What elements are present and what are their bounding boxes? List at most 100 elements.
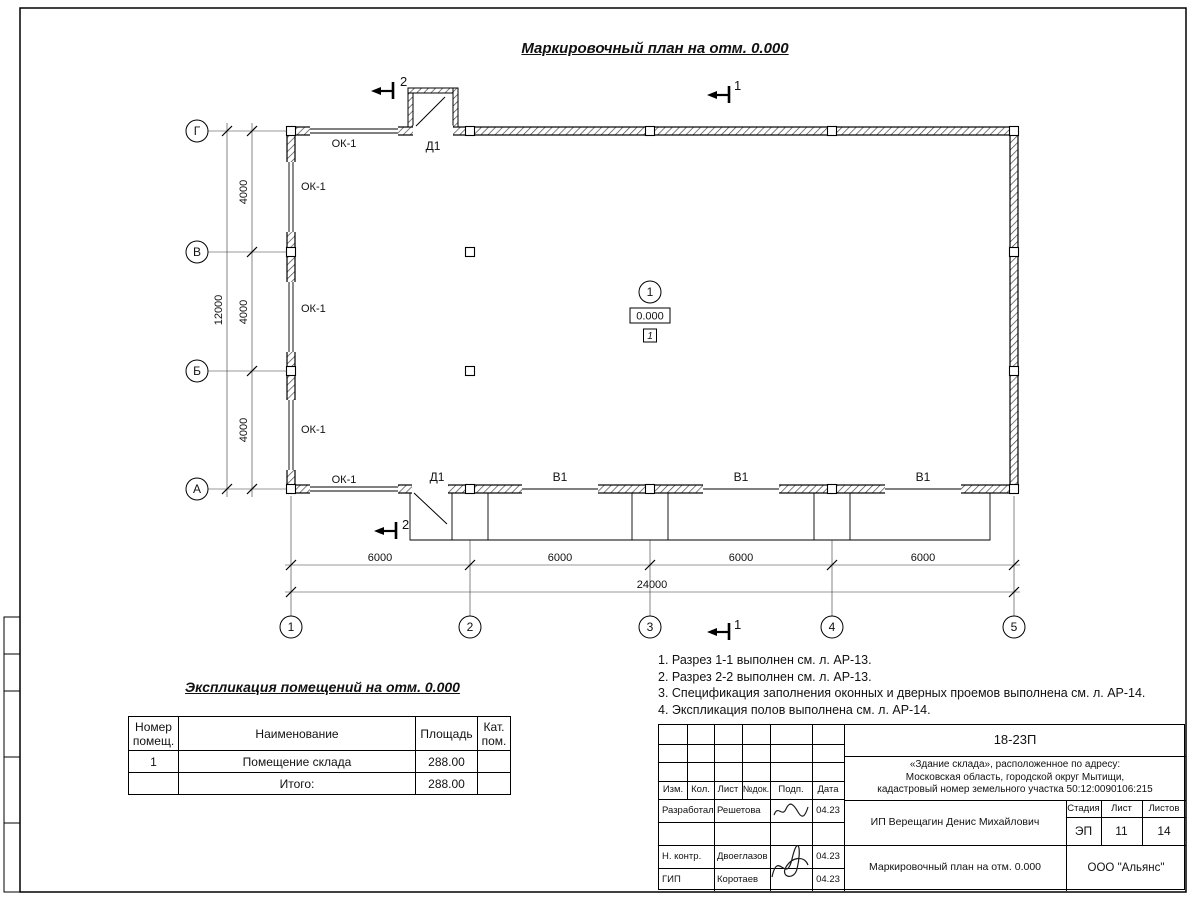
dim-total-label: 24000 <box>637 579 668 591</box>
dim-label: 6000 <box>368 552 392 564</box>
total-area-cell: 288.00 <box>415 772 478 795</box>
vestibule <box>407 87 459 128</box>
signature-mark <box>773 803 809 817</box>
sheets-label: Листов <box>1148 802 1180 814</box>
dim-label: 6000 <box>548 552 572 564</box>
axis-label: Б <box>193 364 201 378</box>
signer-date: 04.23 <box>816 804 840 816</box>
signer-name: Двоеглазов <box>717 850 768 862</box>
signer-name: Решетова <box>717 804 761 816</box>
gate-label: В1 <box>916 470 931 484</box>
signer-role: ГИП <box>662 873 681 885</box>
columns <box>285 125 1020 495</box>
axis-label: 4 <box>829 620 836 634</box>
floor-type-marker: 1 <box>647 331 653 342</box>
note-line: 2. Разрез 2-2 выполнен см. л. АР-13. <box>658 669 872 684</box>
rev-header-sign: Подп. <box>778 784 804 796</box>
divider <box>770 725 771 891</box>
window-label: ОК-1 <box>301 181 326 193</box>
door-label: Д1 <box>426 139 441 153</box>
axis-label: 5 <box>1011 620 1018 634</box>
horizontal-dimensions: 6000 6000 6000 6000 24000 <box>285 552 1020 598</box>
rev-header-kol: Кол. <box>691 784 710 796</box>
empty-cell <box>128 772 179 795</box>
table-total-row: Итого: 288.00 <box>128 772 511 795</box>
section-mark-2-top <box>371 82 395 99</box>
divider <box>844 725 845 891</box>
drawing-name: Маркировочный план на отм. 0.000 <box>868 861 1042 874</box>
room-marker: 1 0.000 1 <box>629 280 671 343</box>
notes: 1. Разрез 1-1 выполнен см. л. АР-13. 2. … <box>658 652 1180 718</box>
divider <box>659 744 844 745</box>
divider <box>659 781 844 782</box>
company-name: ООО "Альянс" <box>1087 861 1165 874</box>
door-leaf-top <box>415 96 446 127</box>
gate-label: В1 <box>553 470 568 484</box>
dim-total-label: 12000 <box>213 295 225 326</box>
section-mark-1-top <box>707 86 731 103</box>
empty-cell <box>477 772 511 795</box>
client-name: ИП Верещагин Денис Михайлович <box>870 815 1040 828</box>
rev-header-date: Дата <box>817 784 839 796</box>
signer-role: Н. контр. <box>662 850 702 862</box>
room-elevation: 0.000 <box>636 311 664 323</box>
divider <box>659 845 844 846</box>
dim-label: 4000 <box>238 418 250 442</box>
stage-label: Стадия <box>1067 802 1100 814</box>
divider <box>844 756 1186 757</box>
gate-label: В1 <box>734 470 749 484</box>
divider <box>1142 800 1143 845</box>
col-header-area: Площадь <box>415 716 478 751</box>
object-description: «Здание склада», расположенное по адресу… <box>877 759 1153 796</box>
axis-label: А <box>193 482 201 496</box>
room-number: 1 <box>647 285 654 299</box>
document-number: 18-23П <box>993 732 1037 748</box>
dim-label: 4000 <box>238 180 250 204</box>
divider <box>659 799 844 800</box>
axis-bubbles-vertical <box>185 119 209 501</box>
axis-label: В <box>193 245 201 259</box>
signer-name: Коротаев <box>717 873 759 885</box>
page-title: Маркировочный план на отм. 0.000 <box>521 40 789 57</box>
axis-label: 3 <box>647 620 654 634</box>
note-line: 1. Разрез 1-1 выполнен см. л. АР-13. <box>658 653 872 667</box>
section-mark-2-bottom <box>374 522 398 539</box>
door-leaf-bottom <box>413 492 448 525</box>
table-row: 1 Помещение склада 288.00 <box>128 750 511 773</box>
divider <box>714 725 715 891</box>
section-number: 2 <box>402 517 409 532</box>
axis-label: 1 <box>288 620 295 634</box>
section-marks <box>371 82 731 640</box>
window-label: ОК-1 <box>301 424 326 436</box>
stage-value: ЭП <box>1074 823 1093 838</box>
vertical-dimensions: 4000 4000 4000 12000 <box>213 123 258 497</box>
axis-labels-vertical: Г В Б А <box>193 124 201 496</box>
divider <box>659 868 844 869</box>
axis-labels-horizontal: 1 2 3 4 5 <box>288 620 1018 634</box>
loading-dock <box>409 493 991 541</box>
window-label: ОК-1 <box>332 474 357 486</box>
divider <box>812 725 813 891</box>
axis-label: Г <box>194 124 201 138</box>
sheet-label: Лист <box>1111 802 1132 814</box>
room-category-cell <box>477 750 511 773</box>
sheets-total: 14 <box>1157 823 1171 838</box>
axis-label: 2 <box>467 620 474 634</box>
total-label-cell: Итого: <box>178 772 416 795</box>
section-number: 2 <box>400 74 407 89</box>
divider <box>844 845 1186 846</box>
room-name-cell: Помещение склада <box>178 750 416 773</box>
signature-mark <box>771 844 809 878</box>
divider <box>1101 800 1102 845</box>
note-line: 4. Экспликация полов выполнена см. л. АР… <box>658 702 931 717</box>
door-label: Д1 <box>430 470 445 484</box>
rev-header-list: Лист <box>717 784 739 796</box>
rev-header-doc: №док. <box>742 784 770 795</box>
window-label: ОК-1 <box>301 303 326 315</box>
section-numbers: 2 1 2 1 <box>400 74 741 632</box>
wall-openings <box>286 96 961 525</box>
col-header-category: Кат. пом. <box>477 716 511 751</box>
col-header-room-number: Номер помещ. <box>128 716 179 751</box>
